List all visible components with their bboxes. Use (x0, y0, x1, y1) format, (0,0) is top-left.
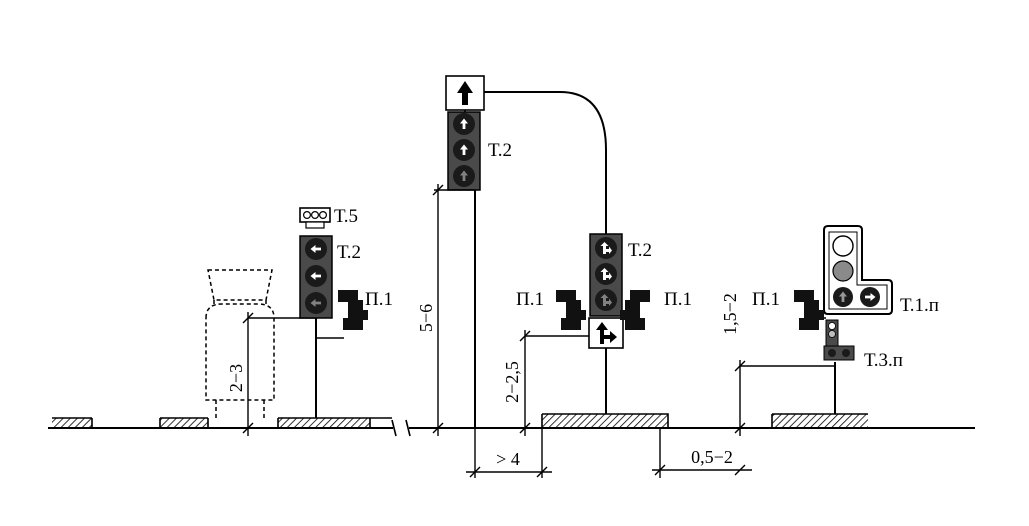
label-left-t5: Т.5 (334, 206, 358, 227)
sidewalk-hatch (160, 418, 208, 428)
pedestrian-signal-icon (620, 290, 650, 330)
signal-t5 (299, 207, 331, 229)
label-mid-p1-left: П.1 (516, 289, 544, 310)
signal-t2-up-arrows (447, 111, 481, 191)
dimension-tall-height (432, 184, 475, 436)
middle-signal-group: Т.2 П.1 П.1 2−2,5 (484, 91, 692, 436)
left-signal-group: Т.5 Т.2 П.1 2−3 (205, 206, 393, 436)
dimension-right-offset-label: 0,5−2 (691, 447, 733, 467)
arrow-up-right-icon (588, 317, 624, 349)
label-right-t3p: Т.3.п (864, 350, 903, 371)
ground (48, 413, 975, 437)
dimension-tall-height-label: 5−6 (416, 304, 436, 332)
right-signal-group: П.1 Т.1.п Т.3.п 1,5−2 0,5−2 (652, 225, 939, 478)
dimension-right-height-label: 1,5−2 (720, 293, 740, 335)
dimension-left-height (242, 312, 254, 436)
tall-signal-group: Т.2 5−6 > 4 (416, 75, 552, 478)
label-right-p1: П.1 (752, 289, 780, 310)
sidewalk-hatch (278, 418, 370, 428)
arrow-right-icon (865, 293, 876, 301)
signal-t2-left-arrows (299, 235, 333, 319)
sidewalk-hatch (772, 414, 868, 428)
bus-outline (205, 269, 275, 418)
dimension-mid-height-label: 2−2,5 (502, 361, 522, 403)
pedestrian-signal-icon (794, 290, 824, 330)
pedestrian-signal-icon (556, 290, 586, 330)
dimension-left-height-label: 2−3 (226, 364, 246, 392)
dimension-tall-offset-label: > 4 (496, 449, 520, 469)
signal-t2-up-right-arrows (589, 233, 623, 317)
dimension-mid-height (519, 330, 531, 436)
label-tall-t2: Т.2 (488, 140, 512, 161)
label-right-t1p: Т.1.п (900, 295, 939, 316)
label-left-p1: П.1 (365, 289, 393, 310)
sidewalk-hatch (542, 414, 668, 428)
label-mid-p1-right: П.1 (664, 289, 692, 310)
label-left-t2: Т.2 (337, 242, 361, 263)
dimension-right-height (734, 360, 746, 436)
signal-t3p (823, 319, 855, 361)
dimension-tall-offset (466, 428, 552, 478)
signal-t1p (823, 225, 893, 315)
label-mid-t2: Т.2 (628, 240, 652, 261)
arrow-up-icon (445, 75, 485, 111)
pedestrian-signal-icon (338, 290, 368, 330)
sidewalk-hatch (52, 418, 92, 428)
dimension-right-offset (652, 428, 752, 478)
